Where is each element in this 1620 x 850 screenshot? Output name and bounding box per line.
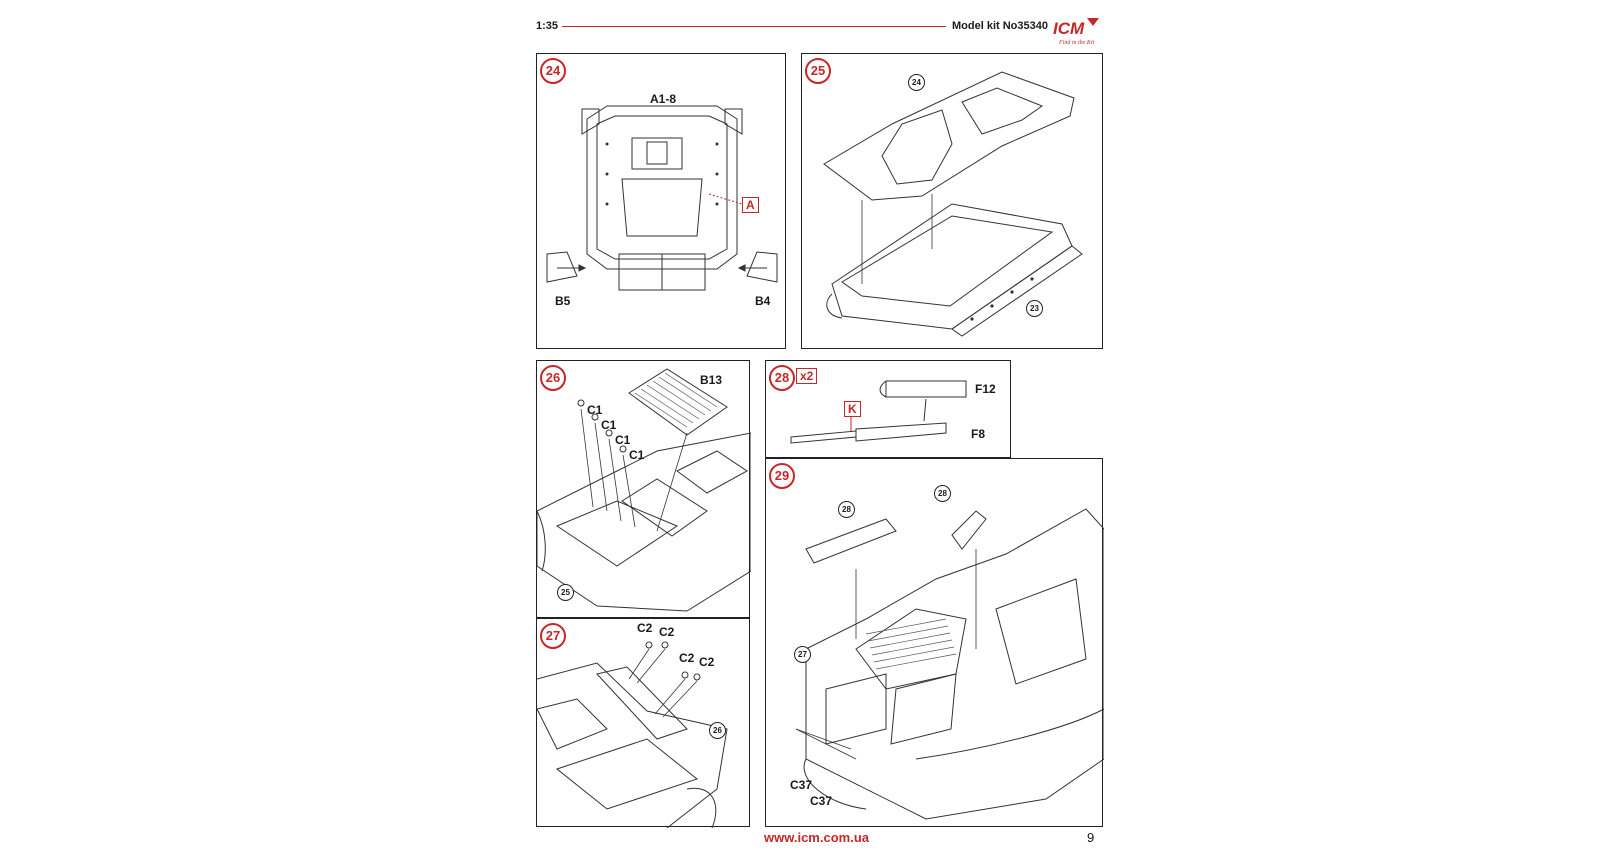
step-25-panel: 25 24 23 [801, 53, 1103, 349]
logo-text: ICM [1053, 19, 1085, 38]
footer-url[interactable]: www.icm.com.ua [764, 830, 869, 845]
ref-circle: 23 [1026, 300, 1043, 317]
step-29-panel: 29 28 28 27 C37 C37 [765, 458, 1104, 827]
rear-deck-drawing [537, 641, 728, 828]
step-28-panel: 28 x2 F12 F8 K [765, 360, 1011, 458]
hull-interior-drawing [546, 105, 778, 291]
callout-box: A [742, 197, 759, 213]
step-24-panel: 24 A1-8 B5 B4 A [536, 53, 786, 349]
hull-assembly-drawing [823, 71, 1083, 337]
part-label: F8 [971, 427, 986, 441]
ref-circle: 24 [908, 74, 925, 91]
part-label: C1 [629, 448, 645, 462]
part-label: F12 [975, 382, 996, 396]
step-27-panel: 27 F12 C2 C2 C2 C2 26 [536, 618, 750, 828]
header-rule [562, 26, 946, 27]
part-label: C2 [659, 625, 675, 639]
engine-deck-drawing [537, 368, 751, 612]
part-label: A1-8 [650, 92, 677, 106]
part-label: B4 [755, 294, 771, 308]
part-label: C37 [790, 778, 813, 792]
part-label: C2 [679, 651, 695, 665]
kit-number: Model kit No35340 [952, 20, 1048, 32]
part-label: C2 [637, 621, 653, 635]
step-number: 29 [769, 463, 795, 489]
part-label: B13 [700, 373, 723, 387]
logo-tagline: Find in the Kit [1058, 40, 1094, 46]
icm-logo: ICM Find in the Kit [1047, 16, 1101, 46]
step-number: 26 [540, 365, 566, 391]
ref-circle: 27 [794, 646, 811, 663]
callout-box: K [844, 401, 861, 417]
part-label: B5 [555, 294, 571, 308]
exhaust-assembly-drawing [790, 380, 967, 444]
ref-circle: 25 [557, 584, 574, 601]
ref-circle: 28 [838, 501, 855, 518]
multiplier-badge: x2 [796, 368, 818, 384]
ref-circle: 26 [709, 722, 726, 739]
step-number: 28 [769, 365, 795, 391]
part-label: C1 [615, 433, 631, 447]
final-hull-drawing [795, 508, 1104, 820]
scale-label: 1:35 [536, 20, 559, 32]
ref-circle: 28 [934, 485, 951, 502]
part-label: C1 [601, 418, 617, 432]
page-number: 9 [1087, 830, 1095, 845]
step-number: 27 [540, 623, 566, 649]
step-number: 25 [805, 58, 831, 84]
part-label: C1 [587, 403, 603, 417]
step-26-panel: 26 B13 C1 C1 C1 C1 25 [536, 360, 751, 618]
part-label: C2 [699, 655, 715, 669]
step-number: 24 [540, 58, 566, 84]
part-label: C37 [810, 794, 833, 808]
